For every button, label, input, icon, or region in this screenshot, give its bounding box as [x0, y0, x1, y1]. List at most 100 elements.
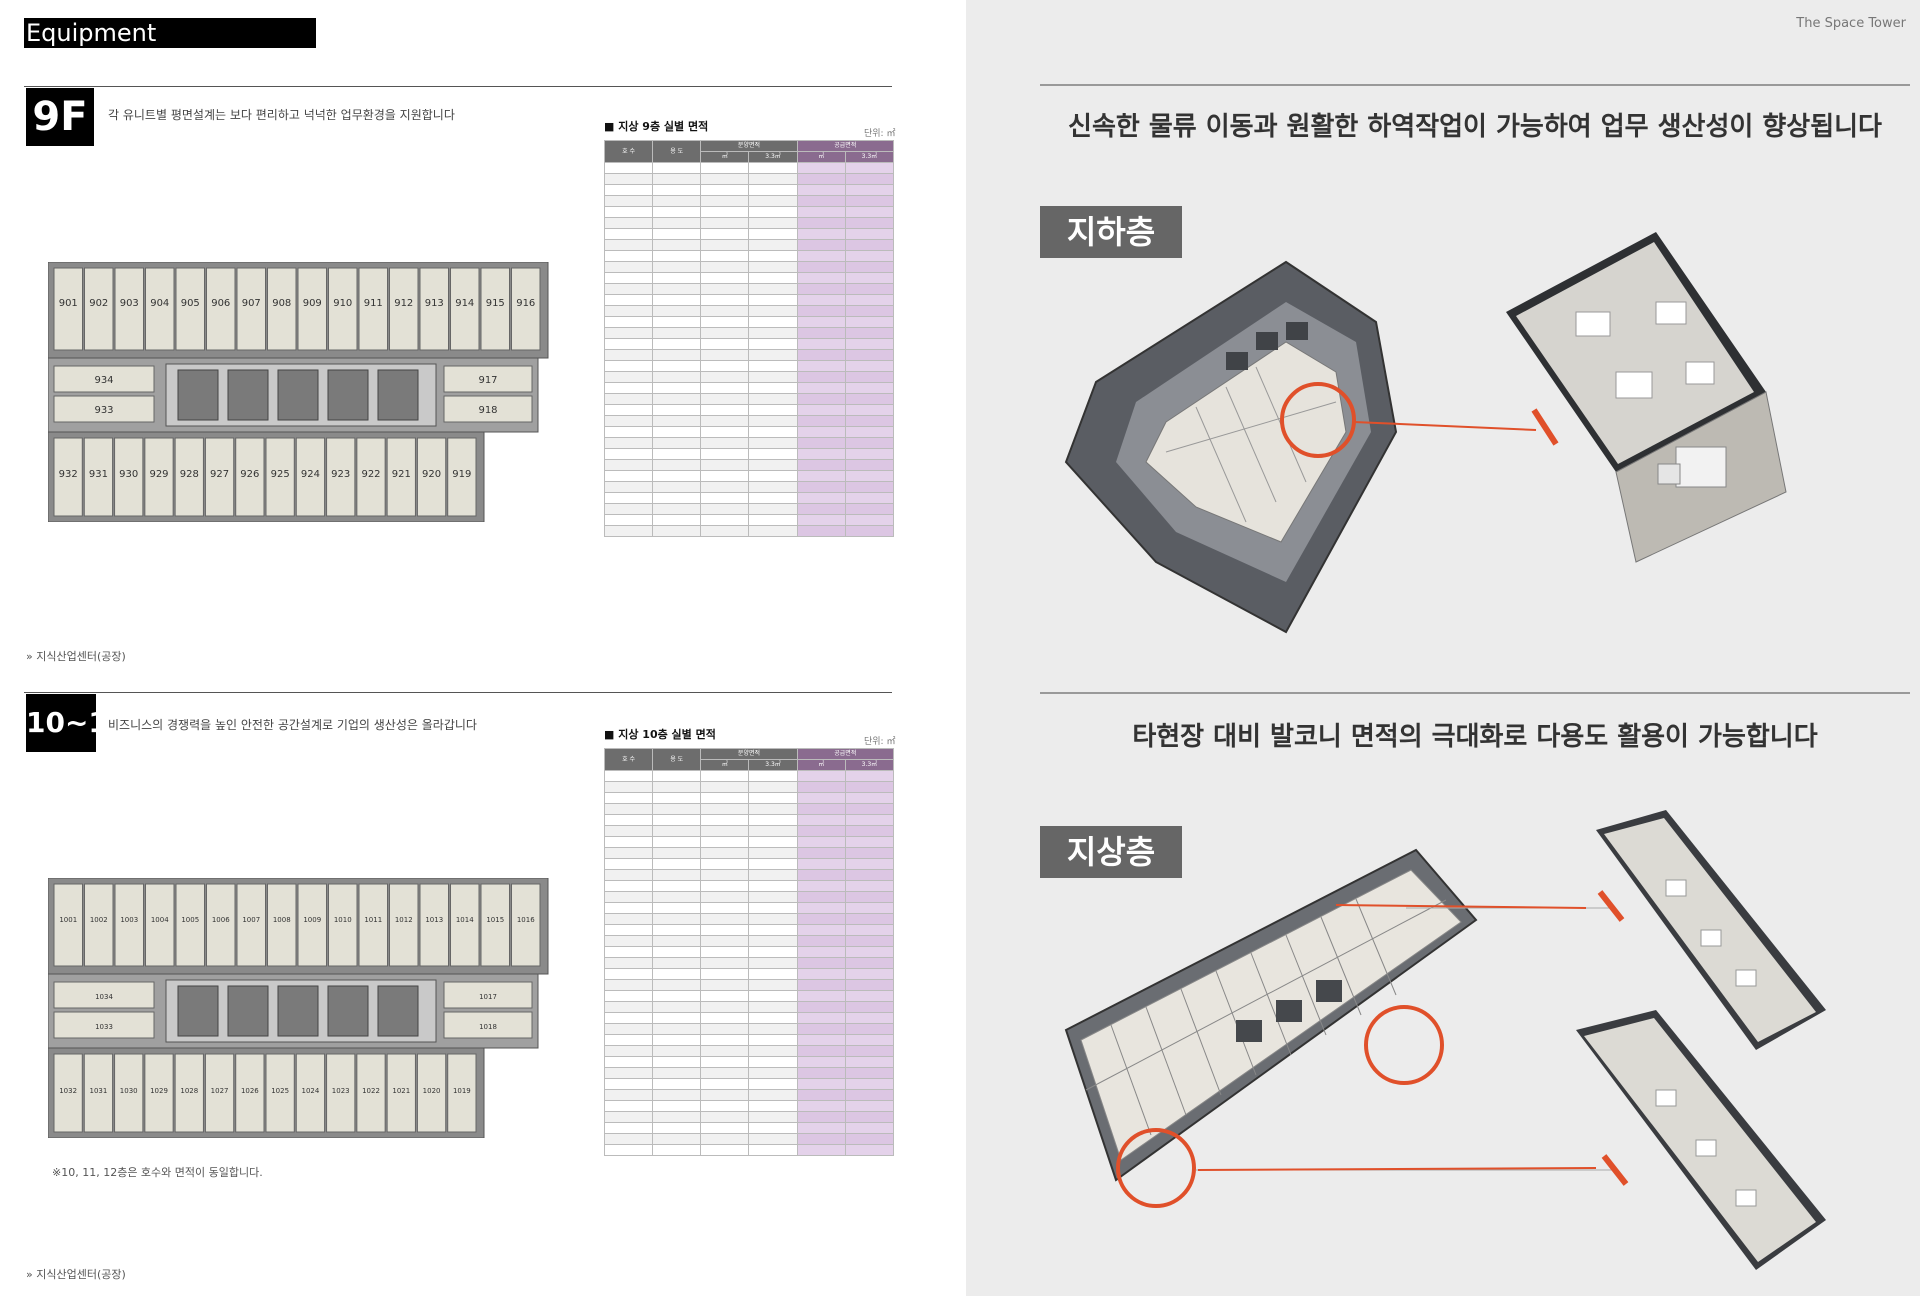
- table-cell: [652, 261, 702, 273]
- unit-cell: [389, 883, 419, 967]
- unit-cell: [114, 1053, 144, 1133]
- table-cell: [700, 1056, 750, 1068]
- table-cell: [603, 404, 654, 416]
- table-row: [603, 228, 895, 240]
- table-cell: [844, 283, 895, 295]
- table-cell: [844, 869, 895, 881]
- table-row: [603, 415, 895, 427]
- table-cell: [603, 272, 654, 284]
- table-cell: [748, 173, 798, 185]
- table-cell: [844, 184, 895, 196]
- unit-cell: [443, 1011, 533, 1039]
- table-cell: [748, 294, 798, 306]
- table-cell: [700, 283, 750, 295]
- table-cell: [844, 1122, 895, 1134]
- unit-cell: [206, 883, 236, 967]
- table-cell: [796, 1001, 846, 1013]
- table-cell: [748, 316, 798, 328]
- table-header-cell: 용 도: [652, 140, 702, 163]
- table-cell: [748, 503, 798, 515]
- table-cell: [700, 305, 750, 317]
- table-cell: [844, 393, 895, 405]
- unit-label: 1013: [425, 916, 443, 924]
- floor10-intro: 비즈니스의 경쟁력을 높인 안전한 공간설계로 기업의 생산성은 올라갑니다: [108, 718, 477, 732]
- table-cell: [652, 781, 702, 793]
- table-cell: [603, 173, 654, 185]
- unit-cell: [450, 267, 480, 351]
- table-cell: [603, 1056, 654, 1068]
- unit-label: 915: [486, 298, 505, 309]
- table-header-cell: 3.3㎡: [844, 759, 895, 771]
- table-cell: [652, 349, 702, 361]
- unit-cell: [144, 437, 174, 517]
- table-cell: [603, 525, 654, 537]
- table-cell: [796, 393, 846, 405]
- unit-label: 1025: [271, 1087, 289, 1095]
- table-row: [603, 261, 895, 273]
- table-row: [603, 327, 895, 339]
- table-cell: [844, 1133, 895, 1145]
- unit-cell: [114, 883, 144, 967]
- unit-label: 908: [272, 298, 291, 309]
- table-cell: [748, 913, 798, 925]
- table-cell: [796, 272, 846, 284]
- unit-cell: [386, 1053, 416, 1133]
- table-row: [603, 891, 895, 903]
- table-cell: [844, 880, 895, 892]
- table-cell: [652, 1122, 702, 1134]
- table-cell: [652, 228, 702, 240]
- table-cell: [603, 162, 654, 174]
- table-cell: [603, 305, 654, 317]
- table-cell: [652, 1067, 702, 1079]
- unit-label: 916: [516, 298, 535, 309]
- table-cell: [700, 814, 750, 826]
- table-cell: [700, 250, 750, 262]
- table-cell: [700, 1122, 750, 1134]
- highlight-circle: [1116, 1128, 1196, 1208]
- unit-cell: [358, 267, 388, 351]
- floor10-footnote: ※10, 11, 12층은 호수와 면적이 동일합니다.: [52, 1166, 263, 1179]
- unit-label: 911: [364, 298, 383, 309]
- table-cell: [796, 228, 846, 240]
- table-cell: [652, 968, 702, 980]
- table-header-cell: 3.3㎡: [748, 759, 798, 771]
- unit-label: 931: [89, 469, 108, 480]
- table-cell: [844, 272, 895, 284]
- table-cell: [603, 1067, 654, 1079]
- table-cell: [844, 858, 895, 870]
- table-cell: [796, 206, 846, 218]
- table-cell: [700, 206, 750, 218]
- unit-label: 1018: [479, 1023, 497, 1031]
- table-row: [603, 979, 895, 991]
- table-cell: [603, 415, 654, 427]
- table-cell: [700, 360, 750, 372]
- unit-cell: [265, 1053, 295, 1133]
- table-header-cell: ㎡: [700, 151, 750, 163]
- table-cell: [748, 184, 798, 196]
- unit-label: 1001: [59, 916, 77, 924]
- unit-label: 1009: [303, 916, 321, 924]
- unit-cell: [419, 267, 449, 351]
- table-cell: [796, 1045, 846, 1057]
- table-row: [603, 382, 895, 394]
- unit-label: 1016: [517, 916, 535, 924]
- table-cell: [796, 459, 846, 471]
- highlight-circle: [1280, 382, 1356, 458]
- tag-basement: 지하층: [1040, 206, 1182, 258]
- floor9-intro: 각 유니트별 평면설계는 보다 편리하고 넉넉한 업무환경을 지원합니다: [108, 108, 455, 122]
- unit-cell: [511, 883, 541, 967]
- unit-label: 1015: [486, 916, 504, 924]
- table-cell: [796, 371, 846, 383]
- table-cell: [603, 924, 654, 936]
- table-cell: [748, 514, 798, 526]
- unit-cell: [53, 883, 83, 967]
- table10-title: ■ 지상 10층 실별 면적: [604, 728, 716, 741]
- table-cell: [748, 1045, 798, 1057]
- table-row: [603, 492, 895, 504]
- table-cell: [603, 206, 654, 218]
- table-row: [603, 316, 895, 328]
- unit-label: 1030: [120, 1087, 138, 1095]
- table-cell: [748, 781, 798, 793]
- table-cell: [603, 1089, 654, 1101]
- table-cell: [700, 792, 750, 804]
